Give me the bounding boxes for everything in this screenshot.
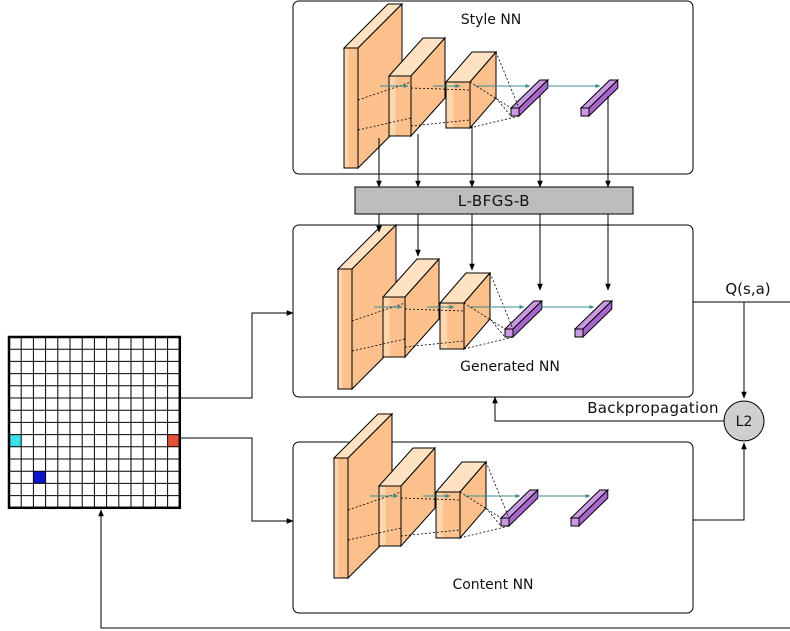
content-nn-network: [332, 412, 610, 580]
conv-layer-2: [381, 257, 441, 359]
grid-to-content-arrow: [180, 437, 294, 524]
conv-front-shade: [395, 76, 411, 136]
conv-front-outline: [382, 296, 406, 358]
l2-label: L2: [736, 414, 753, 430]
receptive-field-line: [400, 497, 461, 501]
receptive-field-line: [410, 119, 471, 127]
dense-layer-2: [579, 78, 620, 118]
conv-front-shade: [338, 458, 348, 578]
conv-layer-2: [387, 36, 447, 138]
conv-front-outline: [388, 75, 412, 137]
conv-front-shade: [385, 486, 401, 546]
receptive-field-line: [357, 117, 412, 131]
receptive-field-line: [351, 302, 406, 322]
conv-layer-2: [377, 446, 437, 548]
conv-front-shade: [348, 48, 358, 168]
q-value-label: Q(s,a): [725, 280, 770, 298]
dense-front-face: [500, 517, 510, 527]
receptive-field-line: [347, 527, 402, 541]
l2-loss-node: L2: [723, 400, 765, 442]
generated-nn-title: Generated NN: [460, 359, 560, 375]
conv-front-shade: [447, 303, 464, 349]
conv-front-shade: [342, 269, 352, 389]
conv-front-shade: [389, 297, 405, 357]
receptive-field-line: [400, 529, 461, 537]
conv-front-outline: [435, 491, 461, 539]
conv-front-outline: [333, 457, 349, 579]
conv-front-outline: [445, 81, 471, 129]
conv-front-outline: [343, 47, 359, 169]
dense-front-face: [570, 517, 580, 527]
style-to-optimizer-arrows: [376, 96, 611, 188]
content-nn-panel: Content NN: [292, 412, 694, 614]
generated-nn-network: [336, 223, 614, 391]
feedback-loop-arrow: [98, 509, 790, 629]
dense-layer-1: [509, 78, 550, 118]
dense-front-face: [510, 107, 520, 117]
conv-layer-3: [444, 50, 498, 130]
conv-front-shade: [453, 82, 470, 128]
grid-highlight-cell: [9, 434, 22, 447]
receptive-field-line: [469, 115, 520, 129]
optimizer-block: L-BFGS-B: [354, 186, 634, 215]
dense-front-face: [580, 107, 590, 117]
receptive-field-line: [351, 338, 406, 352]
dense-front-face: [504, 328, 514, 338]
dense-front-face: [574, 328, 584, 338]
backpropagation-arrow: [492, 396, 724, 422]
optimizer-label: L-BFGS-B: [458, 192, 530, 210]
grid-highlight-cell: [33, 471, 46, 484]
receptive-field-line: [410, 87, 471, 91]
receptive-field-line: [404, 308, 465, 312]
grid-border: [7, 335, 182, 510]
dense-layer-1: [503, 299, 544, 339]
conv-layer-3: [438, 271, 492, 351]
conv-layer-3: [434, 460, 488, 540]
style-nn-panel: Style NN: [292, 0, 694, 175]
conv-front-outline: [439, 302, 465, 350]
content-nn-title: Content NN: [452, 577, 533, 593]
dense-layer-2: [573, 299, 614, 339]
receptive-field-line: [404, 340, 465, 348]
receptive-field-line: [357, 81, 412, 101]
receptive-field-line: [347, 491, 402, 511]
receptive-field-line: [463, 336, 514, 350]
backpropagation-label: Backpropagation: [587, 399, 719, 417]
grid-to-generated-arrow: [180, 310, 294, 399]
receptive-field-line: [459, 525, 510, 539]
conv-front-outline: [337, 268, 353, 390]
dense-layer-2: [569, 488, 610, 528]
state-grid: [7, 335, 182, 510]
content-to-loss-arrow: [693, 442, 747, 521]
style-nn-title: Style NN: [461, 12, 522, 28]
conv-front-outline: [378, 485, 402, 547]
optimizer-to-generated-arrows: [376, 214, 611, 291]
grid-highlight-cell: [167, 434, 180, 447]
style-nn-network: [342, 2, 620, 170]
generated-nn-panel: Generated NN: [292, 223, 694, 398]
dense-layer-1: [499, 488, 540, 528]
conv-front-shade: [443, 492, 460, 538]
